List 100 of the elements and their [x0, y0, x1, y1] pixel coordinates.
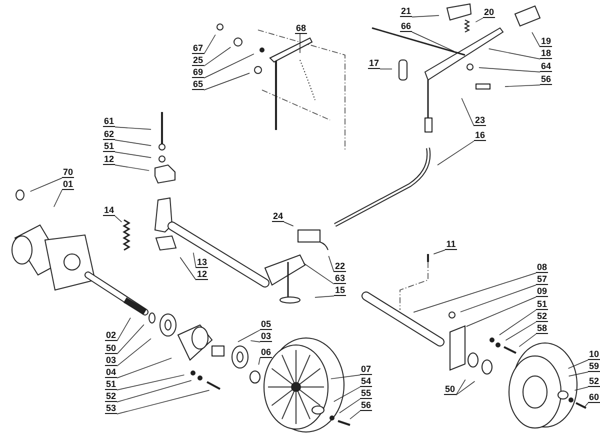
- callout-number: 68: [295, 24, 307, 34]
- callout-number: 24: [272, 212, 284, 222]
- callout-number: 63: [334, 274, 346, 284]
- callout-number: 66: [400, 22, 412, 32]
- callout-number: 59: [588, 362, 600, 372]
- callout-number: 50: [444, 385, 456, 395]
- callout-number: 60: [588, 393, 600, 403]
- leader-line: [54, 190, 62, 208]
- leader-line: [303, 262, 334, 284]
- leader-line: [456, 379, 466, 396]
- callout-number: 67: [192, 44, 204, 54]
- leader-line: [30, 178, 62, 192]
- leader-line: [204, 72, 250, 90]
- callout-number: 54: [360, 377, 372, 387]
- callout-number: 15: [334, 286, 346, 296]
- callout-number: 20: [483, 8, 495, 18]
- leader-line: [413, 272, 536, 313]
- leader-line: [456, 380, 476, 396]
- leader-line: [114, 126, 152, 130]
- leader-line: [339, 398, 360, 414]
- leader-line: [568, 372, 588, 376]
- callout-number: 58: [536, 324, 548, 334]
- callout-number: 56: [360, 401, 372, 411]
- leader-line: [334, 386, 360, 402]
- callout-number: 53: [105, 404, 117, 414]
- leader-line: [475, 18, 484, 22]
- leader-line: [505, 322, 536, 341]
- leader-line: [412, 15, 440, 18]
- callout-number: 07: [360, 365, 372, 375]
- leader-line: [499, 310, 536, 336]
- callout-number: 69: [192, 68, 204, 78]
- leader-line: [568, 360, 588, 369]
- callout-number: 51: [103, 142, 115, 152]
- leader-line: [584, 402, 588, 408]
- leader-line: [204, 54, 254, 78]
- callout-number: 17: [368, 59, 380, 69]
- leader-line: [284, 222, 294, 226]
- callout-number: 12: [196, 270, 208, 280]
- callout-number: 02: [105, 331, 117, 341]
- leader-line: [461, 98, 474, 126]
- callout-number: 08: [536, 263, 548, 273]
- callout-number: 65: [192, 80, 204, 90]
- callout-number: 03: [105, 356, 117, 366]
- callout-number: 50: [105, 344, 117, 354]
- callout-number: 01: [62, 180, 74, 190]
- leader-line: [250, 340, 260, 342]
- leader-line: [504, 84, 540, 87]
- leader-line: [466, 296, 536, 327]
- leader-line: [488, 48, 540, 60]
- callout-number: 16: [474, 131, 486, 141]
- leader-line: [437, 140, 474, 166]
- callout-number: 10: [588, 350, 600, 360]
- callout-number: 11: [445, 240, 457, 250]
- callout-number: 51: [105, 380, 117, 390]
- callout-number: 21: [400, 7, 412, 17]
- leader-line: [114, 164, 150, 171]
- callout-number: 13: [196, 258, 208, 268]
- callout-number: 04: [105, 368, 117, 378]
- leader-line: [478, 67, 540, 72]
- leader-line: [380, 68, 392, 70]
- leader-line: [116, 317, 131, 342]
- leader-line: [532, 32, 540, 48]
- leader-line: [114, 140, 152, 146]
- leader-line: [258, 358, 260, 366]
- leader-line: [433, 250, 446, 254]
- callout-number: 05: [260, 320, 272, 330]
- leader-line: [114, 216, 122, 222]
- callout-number: 18: [540, 49, 552, 59]
- callout-number: 06: [260, 348, 272, 358]
- leader-line: [116, 358, 172, 378]
- leader-line: [116, 338, 152, 366]
- callout-number: 03: [260, 332, 272, 342]
- callout-number: 70: [62, 168, 74, 178]
- leader-line: [114, 152, 152, 158]
- callout-number: 23: [474, 116, 486, 126]
- leader-line: [116, 324, 144, 354]
- callout-number: 61: [103, 117, 115, 127]
- leader-line: [192, 252, 196, 268]
- callout-number: 14: [103, 206, 115, 216]
- callout-number: 52: [536, 312, 548, 322]
- callout-number: 64: [540, 62, 552, 72]
- leader-line: [116, 380, 192, 402]
- leader-line: [314, 296, 334, 298]
- leader-line: [328, 256, 334, 272]
- leader-line: [518, 334, 536, 347]
- leader-line: [350, 410, 360, 420]
- callout-number: 22: [334, 262, 346, 272]
- leader-line: [180, 257, 196, 280]
- callout-number: 52: [588, 377, 600, 387]
- leader-line: [238, 330, 260, 342]
- leader-line: [460, 284, 536, 312]
- callout-number: 55: [360, 389, 372, 399]
- callout-number: 51: [536, 300, 548, 310]
- callout-number: 25: [192, 56, 204, 66]
- leader-line: [204, 46, 231, 66]
- leader-line: [116, 374, 185, 390]
- callout-number: 09: [536, 287, 548, 297]
- callout-number: 62: [103, 130, 115, 140]
- leader-line: [574, 386, 588, 391]
- leader-line: [116, 390, 210, 414]
